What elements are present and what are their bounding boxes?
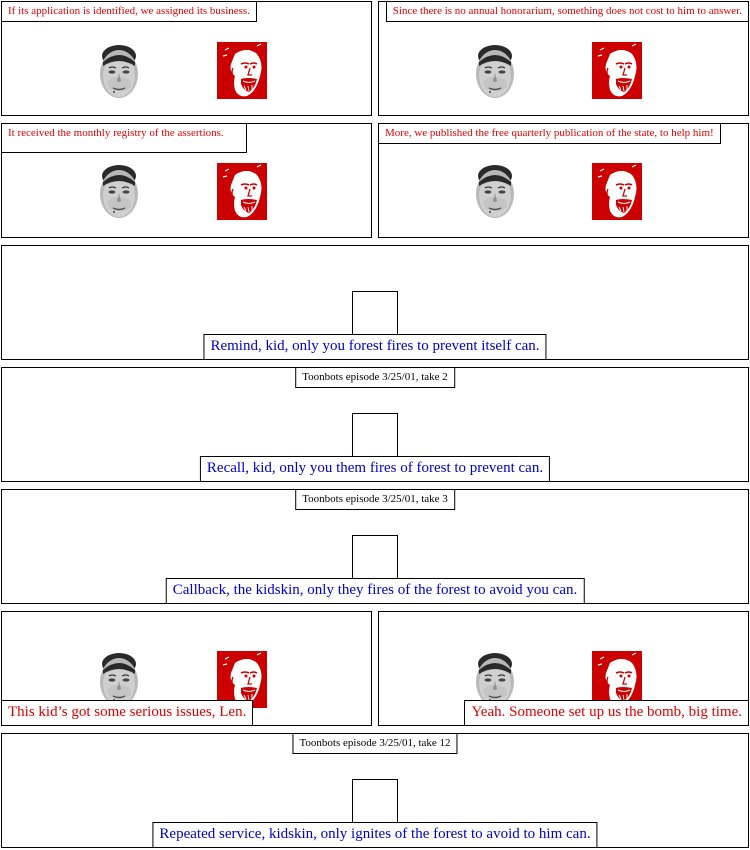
speech-caption: Recall, kid, only you them fires of fore… xyxy=(199,456,551,481)
kid-figure xyxy=(352,535,398,581)
comic-panel-10: Toonbots episode 3/25/01, take 12 Repeat… xyxy=(1,733,749,848)
episode-title: Toonbots episode 3/25/01, take 3 xyxy=(295,490,455,510)
comic-panel-8: This kid’s got some serious issues, Len. xyxy=(1,611,372,726)
lenin-poster-icon xyxy=(592,163,642,220)
comic-panel-7: Toonbots episode 3/25/01, take 3 Callbac… xyxy=(1,489,749,604)
kid-figure xyxy=(352,779,398,825)
kid-figure xyxy=(352,291,398,337)
mao-portrait-icon xyxy=(471,164,519,220)
narration-caption: If its application is identified, we ass… xyxy=(2,2,257,22)
comic-panel-1: If its application is identified, we ass… xyxy=(1,1,372,116)
speech-caption: Callback, the kidskin, only they fires o… xyxy=(165,578,585,603)
speech-caption: Remind, kid, only you forest fires to pr… xyxy=(203,334,547,359)
mao-portrait-icon xyxy=(95,44,143,100)
mao-portrait-icon xyxy=(95,164,143,220)
mao-portrait-icon xyxy=(471,44,519,100)
speech-caption: Yeah. Someone set up us the bomb, big ti… xyxy=(464,700,748,725)
lenin-poster-icon xyxy=(217,42,267,99)
comic-panel-4: More, we published the free quarterly pu… xyxy=(378,123,749,238)
narration-caption: It received the monthly registry of the … xyxy=(2,124,247,153)
episode-title: Toonbots episode 3/25/01, take 2 xyxy=(295,368,455,388)
kid-figure xyxy=(352,413,398,459)
lenin-poster-icon xyxy=(217,163,267,220)
speech-caption: This kid’s got some serious issues, Len. xyxy=(2,700,254,725)
comic-panel-9: Yeah. Someone set up us the bomb, big ti… xyxy=(378,611,749,726)
comic-panel-2: Since there is no annual honorarium, som… xyxy=(378,1,749,116)
narration-caption: Since there is no annual honorarium, som… xyxy=(385,2,748,22)
lenin-poster-icon xyxy=(592,42,642,99)
episode-title: Toonbots episode 3/25/01, take 12 xyxy=(292,734,458,754)
narration-caption: More, we published the free quarterly pu… xyxy=(379,124,721,144)
lenin-poster-icon xyxy=(592,651,642,708)
speech-caption: Repeated service, kidskin, only ignites … xyxy=(152,822,598,847)
comic-panel-5: Remind, kid, only you forest fires to pr… xyxy=(1,245,749,360)
lenin-poster-icon xyxy=(217,651,267,708)
comic-panel-6: Toonbots episode 3/25/01, take 2 Recall,… xyxy=(1,367,749,482)
comic-panel-3: It received the monthly registry of the … xyxy=(1,123,372,238)
